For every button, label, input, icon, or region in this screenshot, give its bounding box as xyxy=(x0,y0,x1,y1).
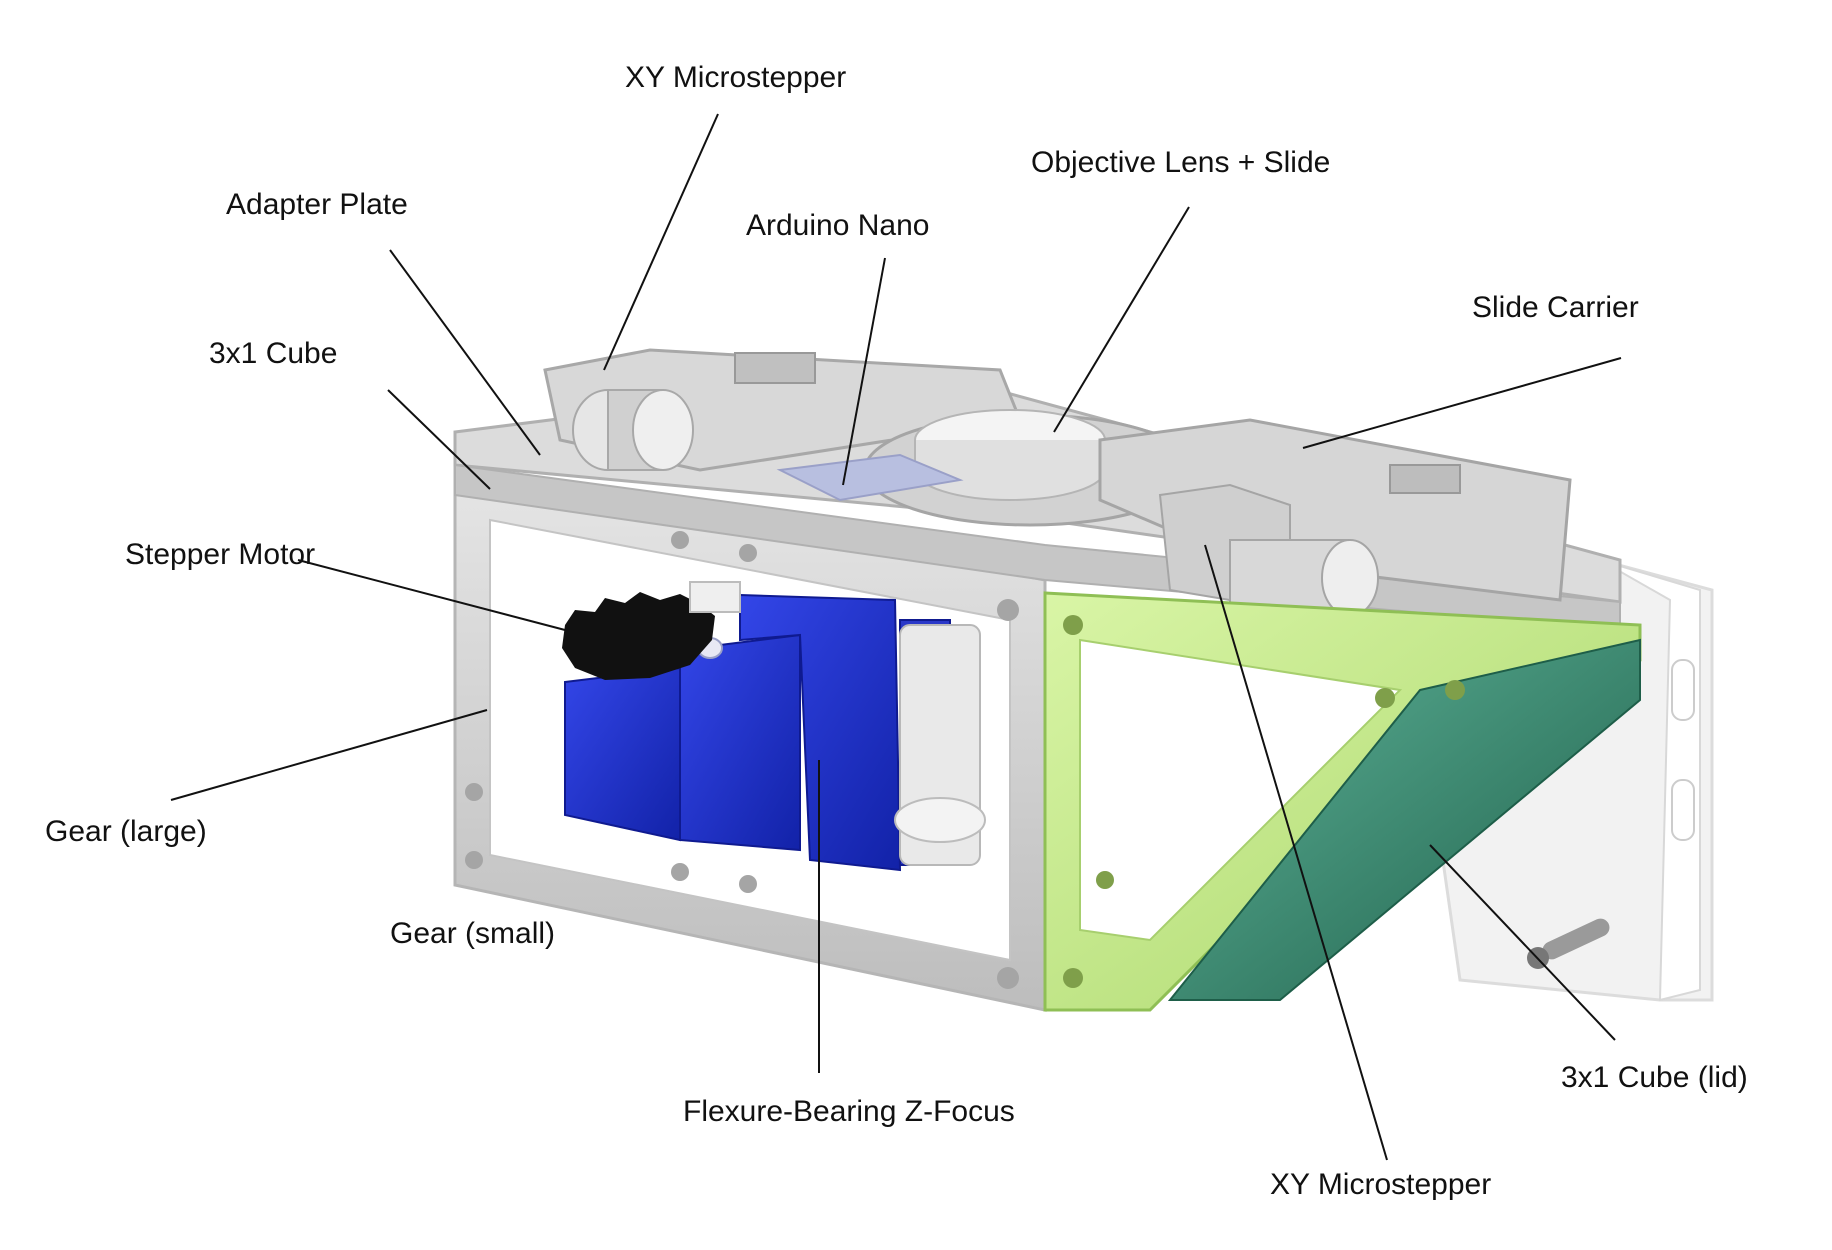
leader-stepper-motor xyxy=(297,559,566,631)
leader-gear-large xyxy=(170,709,488,801)
label-stepper-motor: Stepper Motor xyxy=(125,538,316,571)
leader-slide-carrier xyxy=(1302,357,1622,449)
xy-microstepper-right-part xyxy=(1158,483,1379,617)
leader-lines xyxy=(170,113,1622,1161)
label-xy-microstepper-top: XY Microstepper xyxy=(625,61,847,94)
leader-arduino-nano xyxy=(842,257,886,486)
stepper-motor-part xyxy=(894,624,986,866)
arduino-nano-part xyxy=(776,453,964,502)
label-arduino-nano: Arduino Nano xyxy=(746,209,930,242)
label-gear-large: Gear (large) xyxy=(45,815,207,848)
leader-objective-lens xyxy=(1053,206,1190,433)
label-3x1-cube-lid: 3x1 Cube (lid) xyxy=(1561,1061,1748,1094)
leader-adapter-plate xyxy=(389,249,541,456)
label-3x1-cube: 3x1 Cube xyxy=(209,337,338,370)
label-slide-carrier: Slide Carrier xyxy=(1472,291,1639,324)
label-xy-microstepper-bottom: XY Microstepper xyxy=(1270,1168,1492,1201)
xy-microstepper-left-part xyxy=(543,348,1023,472)
green-flexure-frame-part xyxy=(1043,591,1642,1012)
leader-3x1-cube-lid xyxy=(1429,844,1616,1041)
label-objective-lens-slide: Objective Lens + Slide xyxy=(1031,146,1331,179)
gear-small-part xyxy=(689,581,741,613)
gear-large-part xyxy=(562,592,715,680)
label-gear-small: Gear (small) xyxy=(390,917,556,950)
label-adapter-plate: Adapter Plate xyxy=(226,188,408,221)
leader-xy-microstepper-bottom xyxy=(1204,544,1388,1161)
label-flexure-z-focus: Flexure-Bearing Z-Focus xyxy=(683,1095,1015,1128)
leader-3x1-cube xyxy=(387,389,491,490)
slide-carrier-part xyxy=(1098,418,1572,602)
leader-xy-microstepper-top xyxy=(603,113,719,371)
